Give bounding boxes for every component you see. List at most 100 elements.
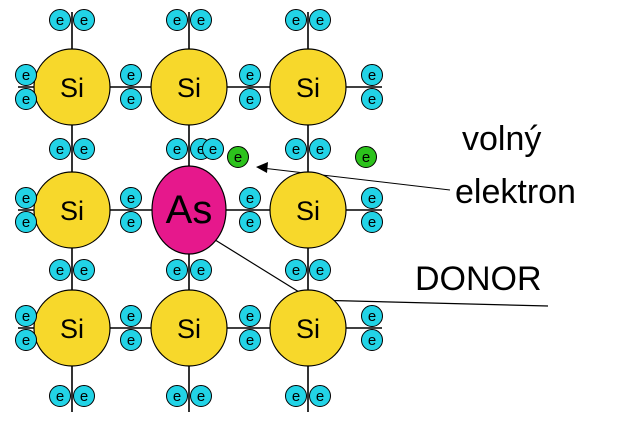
- bond-electron-label: e: [127, 214, 135, 231]
- bond-electron: [166, 385, 188, 407]
- silicon-label: Si: [60, 196, 84, 226]
- bond-electron-label: e: [368, 308, 376, 325]
- bond-electron: [49, 9, 71, 31]
- bond-electron-label: e: [80, 12, 88, 29]
- silicon-atom: [150, 48, 228, 126]
- bond-electron-label: e: [316, 388, 324, 405]
- arsenic-atom: [151, 165, 227, 255]
- bond-electron: [120, 64, 142, 86]
- bond-electron: [361, 211, 383, 233]
- bond-electron: [202, 138, 224, 160]
- bond-electron: [166, 9, 188, 31]
- free-electron-label-line2: elektron: [455, 173, 576, 211]
- bond-electron-label: e: [173, 141, 181, 158]
- silicon-atom: [33, 171, 111, 249]
- bond-electron-label: e: [22, 190, 30, 207]
- bond-electron: [120, 187, 142, 209]
- bond-electron-label: e: [316, 141, 324, 158]
- free-electron-label-line1: volný: [462, 120, 541, 158]
- silicon-atom: [150, 289, 228, 367]
- bond-electron: [120, 329, 142, 351]
- bond-electron-label: e: [316, 262, 324, 279]
- bond-electron-label: e: [80, 262, 88, 279]
- bond-electron-label: e: [246, 67, 254, 84]
- donor-label: DONOR: [415, 260, 542, 298]
- silicon-label: Si: [177, 314, 201, 344]
- bond-electron: [73, 138, 95, 160]
- free-electron: [227, 146, 249, 168]
- silicon-atom: [269, 171, 347, 249]
- bond-electron-label: e: [22, 91, 30, 108]
- bond-electron-label: e: [127, 67, 135, 84]
- bond-electron-label: e: [22, 67, 30, 84]
- bond-electron-label: e: [127, 332, 135, 349]
- bond-electron: [15, 329, 37, 351]
- silicon-atom: [269, 289, 347, 367]
- bond-electron-label: e: [197, 388, 205, 405]
- bond-electron: [120, 305, 142, 327]
- arsenic-label: As: [166, 188, 213, 232]
- bond-electron-label: e: [292, 12, 300, 29]
- bond-electron: [309, 138, 331, 160]
- bond-electron-label: e: [246, 308, 254, 325]
- bond-electron-label: e: [173, 262, 181, 279]
- bond-electron-label: e: [246, 214, 254, 231]
- bond-electron-label: e: [292, 141, 300, 158]
- free-electron: [355, 146, 377, 168]
- bond-electron: [361, 305, 383, 327]
- bond-electron: [239, 64, 261, 86]
- bond-electron-label: e: [22, 332, 30, 349]
- bond-electron: [15, 211, 37, 233]
- bond-electron-label: e: [80, 388, 88, 405]
- bond-electron: [361, 187, 383, 209]
- bond-electron-label: e: [127, 308, 135, 325]
- bond-electron: [73, 385, 95, 407]
- bond-electron: [309, 9, 331, 31]
- bond-electron-label: e: [56, 141, 64, 158]
- bond-electron: [309, 259, 331, 281]
- silicon-label: Si: [296, 314, 320, 344]
- bond-electron: [49, 138, 71, 160]
- bond-electron-label: e: [56, 262, 64, 279]
- bond-electron-label: e: [368, 91, 376, 108]
- bond-electron: [190, 259, 212, 281]
- bond-electron-label: e: [173, 388, 181, 405]
- bond-electron: [190, 385, 212, 407]
- bond-electron: [361, 88, 383, 110]
- silicon-label: Si: [60, 314, 84, 344]
- bond-electron-label: e: [22, 214, 30, 231]
- bond-electron: [49, 259, 71, 281]
- silicon-label: Si: [296, 196, 320, 226]
- bond-electron-label: e: [80, 141, 88, 158]
- silicon-atom: [33, 48, 111, 126]
- bond-electron-label: e: [368, 67, 376, 84]
- bond-electron-label: e: [197, 262, 205, 279]
- bond-electron-label: e: [56, 388, 64, 405]
- bond-electron: [120, 211, 142, 233]
- bond-electron: [239, 187, 261, 209]
- silicon-atom: [33, 289, 111, 367]
- silicon-label: Si: [60, 73, 84, 103]
- bond-electron-label: e: [127, 91, 135, 108]
- bond-electron: [15, 64, 37, 86]
- bond-electron: [73, 259, 95, 281]
- bond-electron-label: e: [368, 214, 376, 231]
- bond-electron: [15, 88, 37, 110]
- bond-electron: [73, 9, 95, 31]
- bond-electron: [309, 385, 331, 407]
- bond-electron-label: e: [292, 262, 300, 279]
- bond-electron-label: e: [246, 91, 254, 108]
- free-electron-label: e: [362, 149, 370, 166]
- free-electron-label: e: [234, 149, 242, 166]
- bond-electron: [285, 259, 307, 281]
- bond-electron: [285, 9, 307, 31]
- bond-electron: [239, 329, 261, 351]
- bond-electron-label: e: [173, 12, 181, 29]
- bond-electron: [15, 305, 37, 327]
- bond-electron: [361, 329, 383, 351]
- free-electron-pointer: [261, 167, 451, 191]
